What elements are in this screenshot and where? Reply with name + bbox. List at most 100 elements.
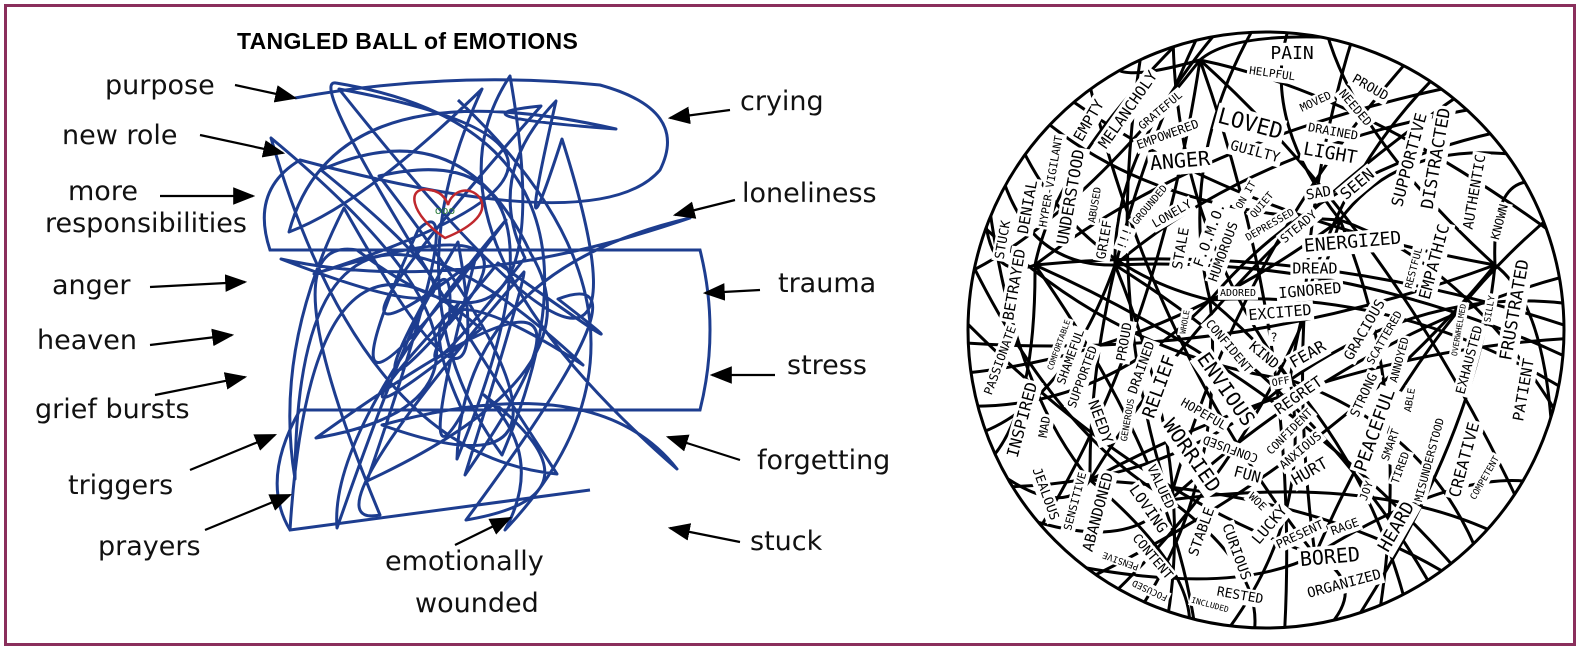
arrow-icon	[199, 133, 286, 158]
word-backing	[1184, 503, 1220, 561]
word-backing	[1112, 319, 1138, 365]
word-backing	[1137, 350, 1183, 424]
word-backing	[1063, 341, 1103, 413]
emotion-word: OFF	[1271, 375, 1291, 389]
wheel-curve	[1289, 299, 1564, 382]
word-backing	[1303, 565, 1386, 604]
word-backing	[1123, 479, 1173, 539]
diagram-title: TANGLED BALL of EMOTIONS	[237, 28, 579, 54]
label-grief-bursts: grief bursts	[35, 394, 190, 425]
word-backing	[1275, 278, 1345, 304]
word-backing	[1268, 42, 1316, 66]
word-backing	[1448, 300, 1470, 360]
word-backing	[1013, 176, 1043, 238]
word-backing	[1326, 513, 1364, 541]
emotion-word: HELPFUL	[1248, 64, 1296, 83]
emotion-word: WHOLE	[1178, 309, 1191, 334]
word-backing	[1268, 330, 1280, 346]
wheel-curve	[1198, 59, 1289, 628]
word-backing	[1466, 452, 1504, 504]
word-backing	[1246, 499, 1294, 551]
word-backing	[1333, 84, 1377, 132]
word-backing	[1386, 333, 1414, 387]
wheel-curve	[985, 187, 1092, 481]
word-backing	[1243, 336, 1284, 375]
word-backing	[1487, 200, 1513, 244]
arrow-icon	[672, 198, 736, 219]
word-backing	[1002, 378, 1044, 462]
word-backing	[1060, 468, 1091, 535]
emotion-word: PROUD	[1114, 321, 1136, 362]
word-backing	[1226, 136, 1284, 168]
emotion-word: IGNORED	[1278, 279, 1343, 302]
arrow-icon	[189, 433, 278, 472]
word-backing	[1082, 395, 1118, 449]
word-backing	[1299, 137, 1361, 171]
wheel-curve	[968, 218, 1341, 376]
frame-border	[4, 4, 1576, 646]
word-backing	[1241, 204, 1299, 246]
word-backing	[1387, 108, 1433, 212]
word-backing	[1416, 104, 1457, 213]
label-new-role: new role	[62, 120, 178, 151]
word-backing	[998, 245, 1031, 325]
wheel-curve	[1033, 264, 1198, 628]
label-stuck: stuck	[750, 526, 823, 557]
word-backing	[1275, 205, 1323, 249]
label-crying: crying	[740, 86, 824, 117]
emotion-word: SILLY	[1483, 294, 1498, 323]
word-backing	[1128, 180, 1172, 230]
word-backing	[1334, 163, 1381, 207]
word-backing	[1245, 300, 1315, 326]
label-loneliness: loneliness	[742, 178, 877, 209]
wheel-curve	[1289, 378, 1482, 560]
word-backing	[1481, 292, 1499, 326]
wheel-curve	[1209, 298, 1409, 610]
word-backing	[1043, 316, 1075, 374]
arrow-icon	[234, 83, 298, 103]
word-backing	[1052, 145, 1091, 249]
wheel-curve	[971, 264, 1117, 438]
label-more: more	[68, 176, 138, 207]
word-backing	[1372, 496, 1422, 559]
wheel-curve	[997, 165, 1116, 267]
word-backing	[1411, 414, 1449, 506]
word-backing	[1176, 393, 1232, 435]
word-backing	[1117, 395, 1139, 445]
label-responsibilities: responsibilities	[45, 208, 247, 239]
word-backing	[1452, 321, 1488, 399]
label-wounded: wounded	[415, 588, 539, 619]
word-backing	[991, 217, 1016, 263]
word-backing	[1274, 427, 1327, 475]
wheel-curve	[1055, 553, 1316, 581]
wheel-curve	[1314, 479, 1540, 557]
word-backing	[1377, 425, 1405, 465]
arrow-icon	[667, 106, 731, 125]
wheel-curve	[1016, 139, 1211, 302]
wheel-curve	[1288, 69, 1443, 381]
word-backing	[1262, 404, 1318, 460]
word-backing	[1217, 286, 1258, 300]
word-backing	[1187, 594, 1232, 616]
label-stress: stress	[787, 350, 867, 381]
word-backing	[1387, 448, 1415, 488]
wheel-curve	[1198, 58, 1524, 511]
wheel-outline	[966, 30, 1566, 630]
label-triggers: triggers	[68, 470, 174, 501]
emotion-word: BORED	[1299, 542, 1361, 571]
word-backing	[1141, 460, 1179, 514]
label-forgetting: forgetting	[757, 445, 891, 476]
word-backing	[1113, 224, 1137, 254]
emotion-word: ENERGIZED	[1303, 227, 1402, 256]
word-backing	[1213, 583, 1267, 609]
word-backing	[1198, 430, 1263, 467]
word-backing	[1339, 294, 1391, 366]
word-backing	[1459, 151, 1491, 233]
emotion-word: DREAD	[1292, 260, 1337, 278]
word-backing	[1077, 468, 1119, 556]
word-backing	[1346, 368, 1383, 423]
word-backing	[1229, 461, 1265, 489]
word-backing	[1155, 412, 1227, 500]
